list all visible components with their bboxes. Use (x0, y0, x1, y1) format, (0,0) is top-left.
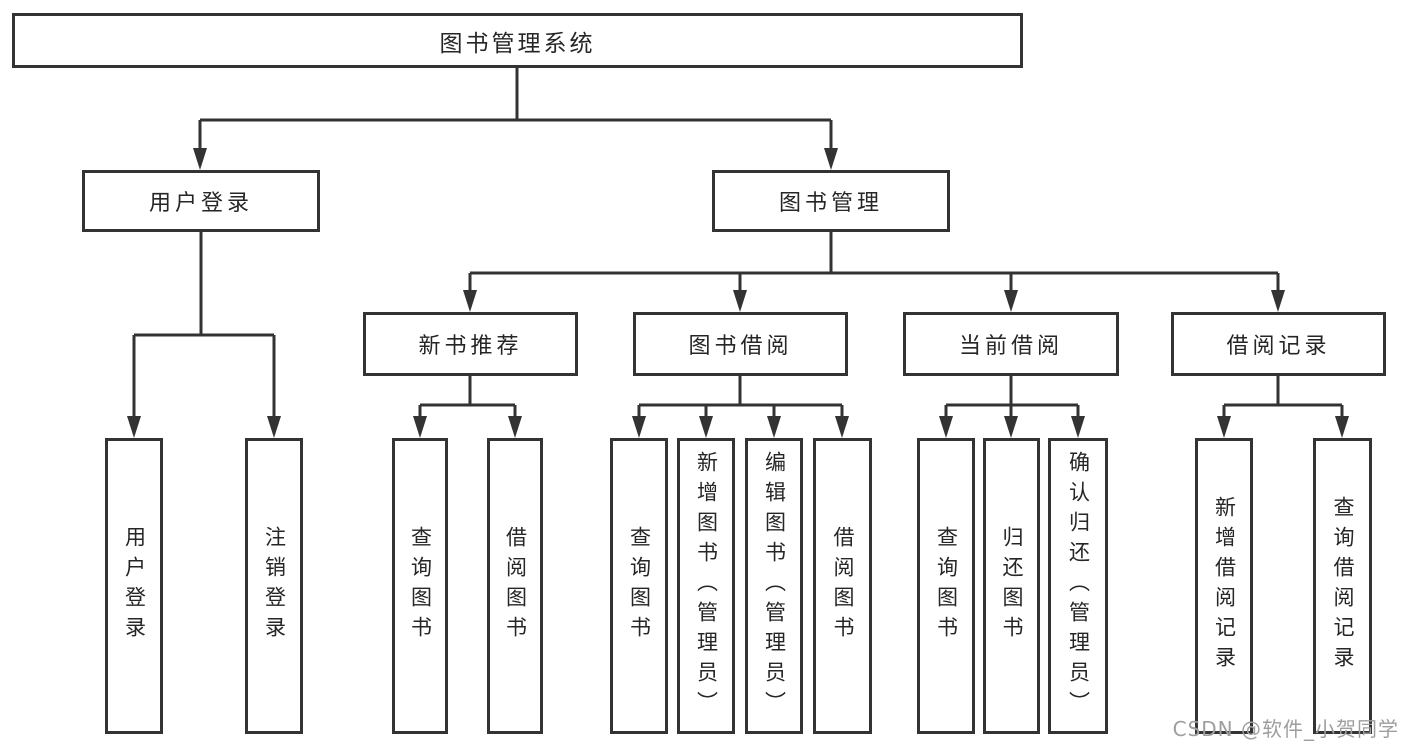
leaf-label: 新增图书（管理员） (694, 451, 719, 721)
leaf-label: 注销登录 (262, 526, 287, 646)
leaf-query-book: 查询图书 (610, 438, 668, 734)
leaf-query-borrow-record: 查询借阅记录 (1313, 438, 1372, 734)
node-label: 图书管理系统 (439, 30, 596, 57)
leaf-borrow-book: 借阅图书 (487, 438, 543, 734)
node-label: 用户登录 (148, 191, 253, 216)
node-label: 新书推荐 (418, 334, 523, 359)
leaf-label: 查询借阅记录 (1331, 496, 1355, 676)
node-label: 图书借阅 (688, 334, 793, 359)
leaf-return-book: 归还图书 (983, 438, 1040, 734)
node-current-borrow: 当前借阅 (903, 312, 1119, 376)
leaf-edit-book-admin: 编辑图书（管理员） (745, 438, 803, 734)
node-book-borrow: 图书借阅 (633, 312, 848, 376)
node-new-book-recommend: 新书推荐 (363, 312, 578, 376)
node-library-system: 图书管理系统 (12, 13, 1023, 68)
node-borrow-record: 借阅记录 (1171, 312, 1386, 376)
node-label: 当前借阅 (958, 334, 1063, 359)
leaf-label: 用户登录 (122, 526, 147, 646)
leaf-label: 查询图书 (408, 526, 433, 646)
leaf-query-book: 查询图书 (392, 438, 448, 734)
leaf-logout: 注销登录 (245, 438, 303, 734)
leaf-confirm-return-admin: 确认归还（管理员） (1048, 438, 1108, 734)
leaf-label: 确认归还（管理员） (1066, 451, 1091, 721)
leaf-label: 借阅图书 (503, 526, 528, 646)
leaf-user-login: 用户登录 (105, 438, 163, 734)
leaf-label: 借阅图书 (831, 526, 855, 646)
leaf-label: 编辑图书（管理员） (762, 451, 787, 721)
leaf-label: 查询图书 (934, 526, 959, 646)
leaf-label: 查询图书 (627, 526, 652, 646)
leaf-label: 归还图书 (1000, 526, 1024, 646)
leaf-add-book-admin: 新增图书（管理员） (677, 438, 735, 734)
leaf-label: 新增借阅记录 (1212, 496, 1237, 676)
leaf-borrow-book: 借阅图书 (813, 438, 872, 734)
node-book-management: 图书管理 (712, 170, 950, 232)
leaf-add-borrow-record: 新增借阅记录 (1195, 438, 1253, 734)
node-label: 图书管理 (778, 191, 883, 216)
watermark: CSDN @软件_小贺同学 (1172, 717, 1399, 741)
leaf-query-book: 查询图书 (917, 438, 975, 734)
node-label: 借阅记录 (1226, 334, 1331, 359)
node-user-login: 用户登录 (82, 170, 320, 232)
